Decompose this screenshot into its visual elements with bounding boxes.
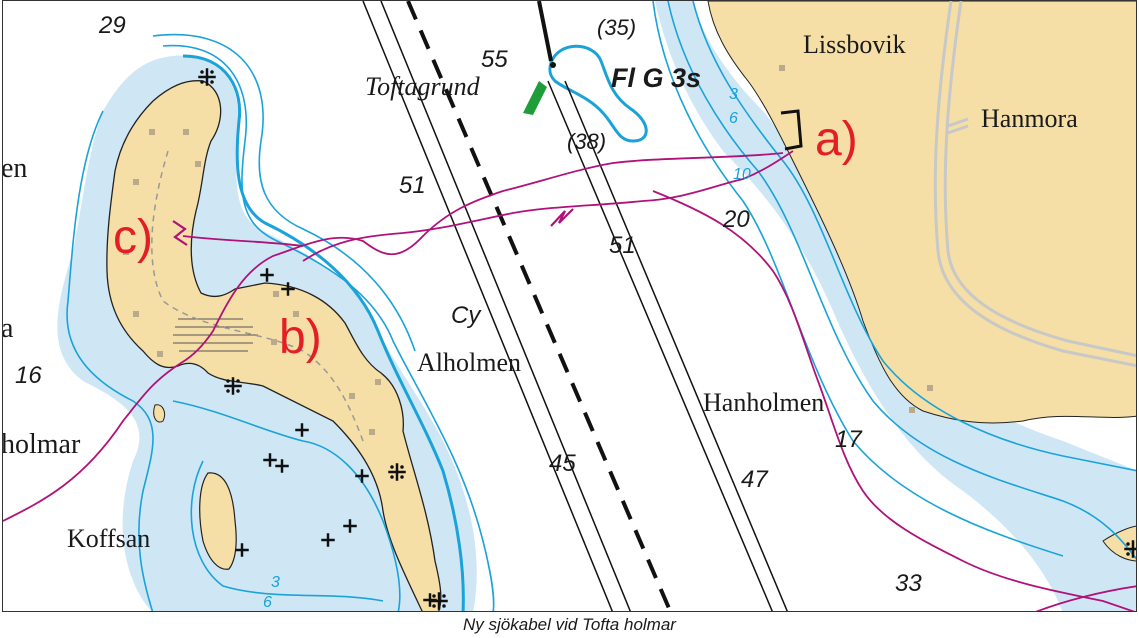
leading-line-north [537,1,553,62]
contour-label: 6 [263,594,272,611]
sounding: 45 [549,450,576,477]
marker-a: a) [815,113,858,166]
sounding: 51 [609,232,636,259]
sounding: (38) [567,129,606,154]
beacon-icon [523,81,547,115]
sounding: 33 [895,570,922,597]
beacon-base [550,62,556,68]
contour-label: 6 [729,110,738,127]
rock-icon [223,376,243,396]
land-islet [153,404,166,423]
place-toftagrund: Toftagrund [365,72,481,101]
contour-label: 3 [729,86,738,103]
place-hanholmen: Hanholmen [703,388,824,417]
marker-b: b) [279,311,322,364]
leading-line [406,1,673,611]
sounding: 51 [399,172,426,199]
hatched-area [173,318,258,352]
light-characteristic: Fl G 3s [611,63,701,93]
land-koffsan [199,472,237,570]
rock-icon [197,67,217,87]
sounding: 29 [98,12,126,39]
fairway-contour [182,54,465,611]
sounding: 20 [722,206,750,233]
land-southeast [1102,525,1136,562]
cable-markers [172,208,574,246]
place-alholmen: Alholmen [417,348,521,377]
sounding: 55 [481,46,508,73]
marker-c: c) [113,211,153,264]
sounding: 47 [741,466,769,493]
place-holmar-partial: holmar [3,429,81,460]
cable-lines [3,150,1136,611]
nautical-chart: Lissbovik Hanmora Toftagrund Alholmen Ha… [2,0,1137,612]
place-en-partial: en [3,153,27,184]
land-north-island [106,80,442,611]
contour-label: 3 [271,574,280,591]
shoal-contour [548,44,648,143]
sounding: (35) [597,15,636,40]
place-a-partial: a [3,313,14,344]
rock-icon [387,462,407,482]
bottom-quality: Cy [451,302,482,329]
pier [780,109,803,151]
road [933,1,1136,368]
land-mainland [707,1,1136,424]
sounding: 17 [835,426,863,453]
figure-caption: Ny sjökabel vid Tofta holmar [463,615,676,634]
contour-label: 10 [733,166,751,183]
buildings [123,65,933,435]
depth-contours [66,1,1136,611]
place-koffsan: Koffsan [67,524,150,553]
place-lissbovik: Lissbovik [803,30,906,59]
place-hanmora: Hanmora [981,104,1078,133]
sounding: 16 [15,362,42,389]
